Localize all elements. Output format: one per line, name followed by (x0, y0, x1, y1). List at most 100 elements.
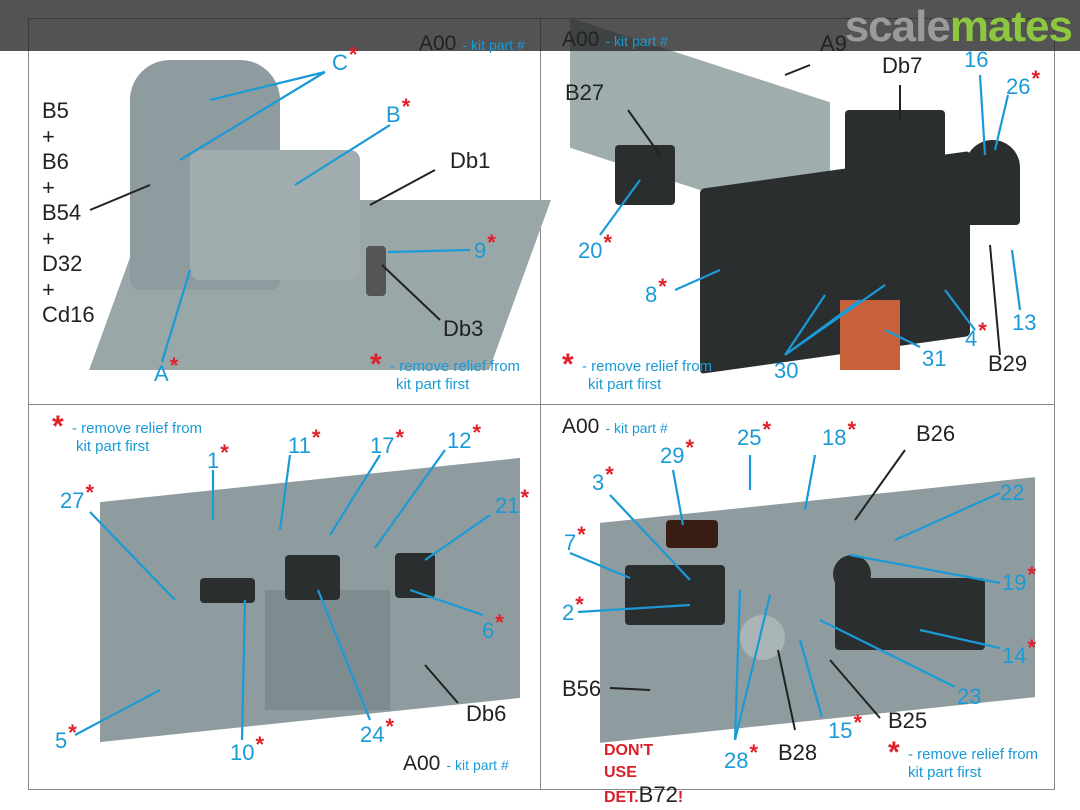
label-text: A00 (403, 752, 441, 775)
stack-item: + (42, 225, 55, 251)
label-text: 5 (55, 728, 68, 753)
label-text: - kit part # (446, 757, 509, 773)
label-text: 2 (562, 600, 575, 625)
required-star: * (762, 417, 772, 442)
required-star: * (853, 710, 863, 735)
stack-item: B5 (42, 98, 69, 123)
label-text: A00 (562, 28, 600, 51)
stack-item: Cd16 (42, 302, 95, 327)
label-text: 7 (564, 530, 577, 555)
label-text: 20 (578, 238, 603, 263)
label-23: 23 (957, 684, 982, 709)
required-star: * (311, 425, 321, 450)
label-text: 8 (645, 282, 658, 307)
label-text: 4 (965, 326, 978, 351)
required-star: * (605, 462, 614, 487)
label-text: 25 (737, 425, 762, 450)
label-text: 17 (370, 433, 395, 458)
required-star: * (978, 318, 987, 343)
label-A: A* (154, 355, 178, 386)
label-text: 19 (1002, 570, 1027, 595)
label-text: 18 (822, 425, 847, 450)
label-text: 15 (828, 718, 853, 743)
label-text: 29 (660, 443, 685, 468)
label-5: 5* (55, 722, 77, 753)
required-star: * (603, 230, 613, 255)
label-text: - remove relief from (72, 420, 203, 437)
label-text: DON'T USE (604, 742, 654, 781)
label-text: kit part first (76, 438, 150, 455)
required-star: * (575, 592, 584, 617)
kit-part-legend: A00 - kit part # (562, 415, 668, 437)
label-8: 8* (645, 276, 667, 307)
kit-part-code: A00 (419, 32, 457, 55)
kit-part-legend: A00 - kit part # (403, 752, 509, 774)
required-star: * (562, 348, 574, 381)
label-text: A (154, 361, 169, 386)
required-star: * (255, 732, 265, 757)
label-Db6: Db6 (466, 701, 507, 726)
required-star: * (220, 440, 229, 465)
label-text: kit part first (588, 376, 662, 393)
label-2: 2* (562, 594, 584, 625)
label-text: 6 (482, 618, 495, 643)
label-text: 24 (360, 722, 385, 747)
label-text: - kit part # (605, 420, 668, 436)
label-B: B* (386, 96, 410, 126)
label-text: DET. (604, 789, 639, 806)
required-star: * (401, 94, 411, 119)
required-star: * (1031, 66, 1041, 91)
label-text: C (332, 50, 348, 75)
divider (28, 404, 1055, 405)
required-star: * (520, 485, 530, 510)
label-text: 26 (1006, 74, 1031, 99)
label-17: 17* (370, 427, 404, 458)
label-9: 9* (474, 232, 496, 263)
part-stack: B5 + B6 + B54 + D32 + Cd16 (42, 98, 95, 328)
label-3: 3* (592, 464, 614, 495)
required-star: * (68, 720, 77, 745)
required-star: * (495, 610, 504, 635)
required-star: * (1027, 562, 1037, 587)
label-12: 12* (447, 422, 481, 452)
label-text: 10 (230, 740, 255, 765)
label-31: 31 (922, 346, 947, 371)
label-4: 4* (965, 320, 987, 351)
label-text: 11 (288, 433, 311, 458)
label-B25: B25 (888, 708, 928, 733)
label-text: scale (844, 2, 951, 51)
label-A9: A9 (820, 31, 847, 56)
required-star: * (348, 42, 358, 67)
label-Db3: Db3 (443, 316, 484, 341)
required-star: * (85, 480, 95, 505)
required-star: * (472, 420, 482, 445)
label-B29: B29 (988, 351, 1028, 376)
required-star: * (658, 274, 667, 299)
stack-item: + (42, 276, 55, 302)
label-27: 27* (60, 482, 94, 512)
required-star: * (370, 348, 382, 381)
label-7: 7* (564, 524, 586, 555)
label-Db1: Db1 (450, 148, 491, 173)
label-text: 21 (495, 493, 520, 518)
label-text: - remove relief from (582, 358, 713, 375)
label-16: 16 (964, 47, 989, 72)
label-text: kit part first (396, 376, 470, 393)
label-text: 3 (592, 470, 605, 495)
label-C: C* (332, 44, 357, 75)
label-B26: B26 (916, 421, 956, 446)
label-text: B72 (638, 782, 678, 807)
kit-part-suffix: - kit part # (462, 37, 525, 53)
label-text: 9 (474, 238, 487, 263)
label-28: 28* (724, 742, 758, 772)
required-star: * (1027, 635, 1037, 660)
label-11: 11* (288, 427, 320, 458)
label-text: 14 (1002, 643, 1027, 668)
label-25: 25* (737, 419, 771, 450)
